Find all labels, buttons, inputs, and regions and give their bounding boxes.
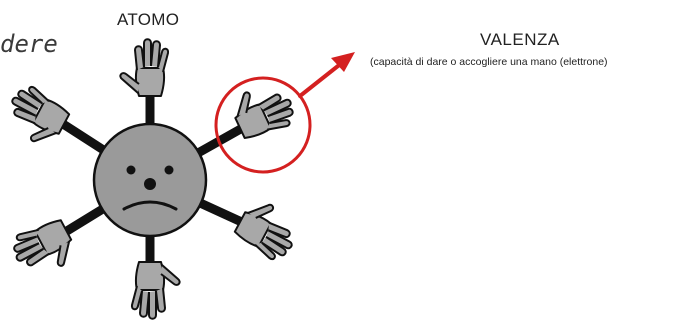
hand-icon — [119, 38, 170, 97]
hand-icon — [6, 213, 81, 284]
hand-icon — [0, 80, 74, 152]
arrow-icon — [298, 52, 355, 98]
valence-description: (capacità di dare o accogliere una mano … — [370, 56, 608, 68]
hand-icon — [230, 194, 306, 266]
valence-heading: VALENZA — [480, 30, 560, 49]
hand-icon — [130, 261, 181, 320]
atom-face-icon — [92, 122, 208, 238]
partial-word: dere — [0, 30, 58, 58]
atom-title: ATOMO — [117, 10, 180, 29]
valence-highlight-circle — [214, 76, 312, 174]
